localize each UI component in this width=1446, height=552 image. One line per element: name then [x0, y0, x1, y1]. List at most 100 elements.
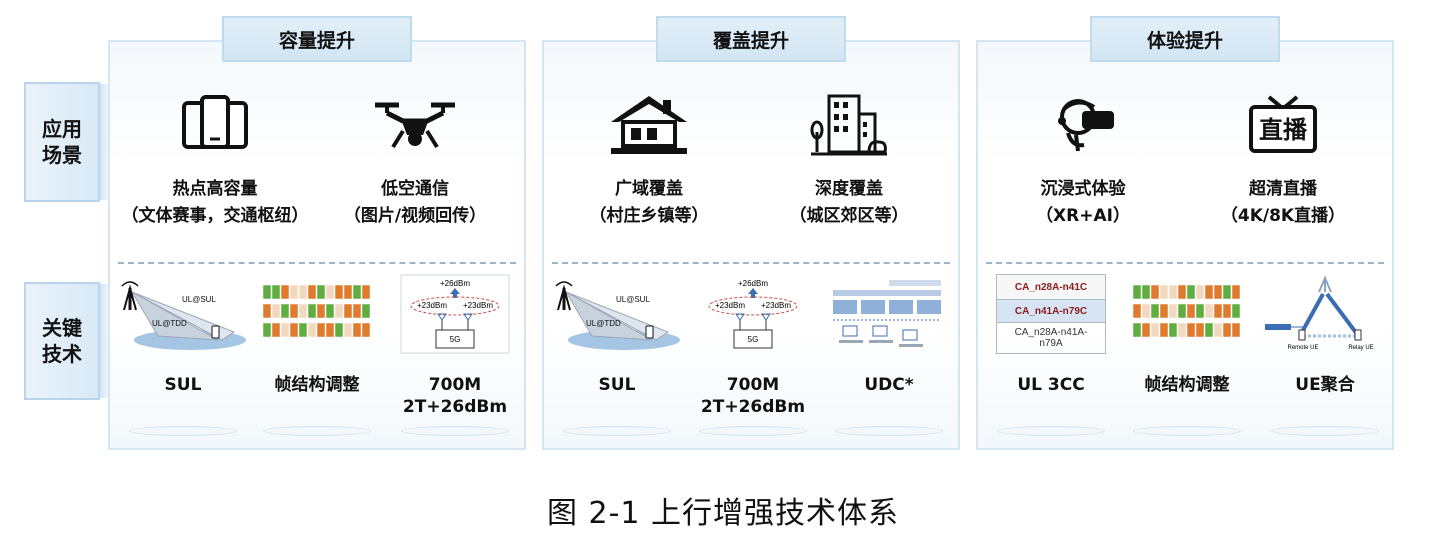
frame-structure-diagram — [252, 274, 382, 354]
tech-ue-aggregation: Remote UE Relay UE UE聚合 — [1260, 274, 1390, 436]
frame-slot — [325, 322, 335, 338]
frame-slot — [352, 284, 362, 300]
frame-grid — [1132, 284, 1241, 343]
frame-slot — [271, 303, 281, 319]
tech-frame-structure: 帧结构调整 — [252, 274, 382, 436]
frame-slot — [289, 284, 299, 300]
frame-slot — [298, 284, 308, 300]
frame-slot — [1159, 284, 1169, 300]
power-diagram: +26dBm +23dBm +23dBm 5G — [400, 274, 510, 354]
frame-slot — [289, 322, 299, 338]
power-top-text: +26dBm — [738, 279, 768, 288]
frame-slot — [1222, 284, 1232, 300]
tech-sul: UL@SUL UL@TDD SUL — [118, 274, 248, 436]
scene-name: 深度覆盖 — [815, 179, 883, 199]
drone-icon — [375, 102, 455, 149]
frame-slot — [1213, 322, 1223, 338]
frame-slot — [271, 284, 281, 300]
tech-label: UE聚合 — [1295, 375, 1355, 395]
frame-slot — [343, 303, 353, 319]
tech-label: UL 3CC — [1017, 375, 1085, 395]
ca-row-1: CA_n28A-n41C — [997, 275, 1105, 299]
row-label-scenes-text: 应用 场景 — [42, 117, 82, 167]
sul-diagram: UL@SUL UL@TDD — [555, 281, 680, 350]
frame-slot — [334, 322, 344, 338]
tech-udc: UDC* — [824, 274, 954, 436]
tech-label: SUL — [164, 375, 202, 395]
panel-capacity: 容量提升 热点高容量 （文体赛事，交通枢纽） — [108, 16, 526, 450]
frame-slot — [316, 284, 326, 300]
tech-pedestal — [401, 426, 509, 436]
tech-power-2: +26dBm +23dBm +23dBm 5G 700M 2T+26dBm — [688, 274, 818, 436]
tech-ul-3cc: CA_n28A-n41C CA_n41A-n79C CA_n28A-n41A-n… — [986, 274, 1116, 436]
frame-slot — [316, 322, 326, 338]
buildings-icon — [810, 94, 887, 156]
power-top-text: +26dBm — [440, 279, 470, 288]
ue-aggregation-diagram: Remote UE Relay UE — [1265, 275, 1374, 351]
scene-sub: （图片/视频回传） — [343, 206, 487, 226]
tech-pedestal — [699, 426, 807, 436]
frame-slot — [361, 303, 371, 319]
ue-left-text: Remote UE — [1287, 345, 1318, 351]
sul-bottom-text: UL@TDD — [586, 319, 621, 328]
live-icon-text: 直播 — [1259, 116, 1308, 144]
frame-slot — [262, 303, 272, 319]
vr-headset-icon — [1058, 99, 1114, 152]
scene-sub: （村庄乡镇等） — [589, 206, 709, 226]
frame-slot — [280, 284, 290, 300]
scene-low-altitude: 低空通信 （图片/视频回传） — [310, 90, 520, 230]
tech-pedestal — [1271, 426, 1379, 436]
tech-pedestal — [263, 426, 371, 436]
frame-slot — [1195, 303, 1205, 319]
frame-slot — [1231, 322, 1241, 338]
frame-grid — [262, 284, 371, 343]
power-left-text: +23dBm — [715, 301, 745, 310]
frame-slot — [298, 322, 308, 338]
divider — [552, 262, 950, 264]
frame-grid-svg — [1132, 284, 1241, 338]
frame-slot — [1159, 322, 1169, 338]
frame-slot — [307, 303, 317, 319]
frame-slot — [1213, 284, 1223, 300]
scene-ultra-hd-live: 直播 超清直播 （4K/8K直播） — [1178, 90, 1388, 230]
frame-slot — [1231, 303, 1241, 319]
frame-slot — [1150, 322, 1160, 338]
frame-slot — [343, 322, 353, 338]
frame-slot — [307, 322, 317, 338]
frame-slot — [1222, 322, 1232, 338]
tech-pedestal — [563, 426, 671, 436]
smartphone-icon — [182, 95, 248, 149]
frame-slot — [1177, 303, 1187, 319]
panel-coverage-title: 覆盖提升 — [656, 16, 846, 62]
scene-immersive: 沉浸式体验 （XR+AI） — [978, 90, 1188, 230]
frame-slot — [343, 284, 353, 300]
scene-sub: （城区郊区等） — [789, 206, 909, 226]
frame-slot — [1186, 303, 1196, 319]
frame-slot — [280, 303, 290, 319]
ca-row-3: CA_n28A-n41A-n79A — [1014, 327, 1088, 349]
tech-label: SUL — [598, 375, 636, 395]
divider — [118, 262, 516, 264]
frame-slot — [262, 284, 272, 300]
frame-slot — [1222, 303, 1232, 319]
frame-slot — [1141, 303, 1151, 319]
power-box-text: 5G — [748, 335, 759, 344]
udc-diagram — [833, 280, 941, 347]
frame-slot — [1150, 284, 1160, 300]
sul-diagram: UL@SUL UL@TDD — [121, 281, 246, 350]
panel-capacity-title: 容量提升 — [222, 16, 412, 62]
frame-slot — [334, 303, 344, 319]
live-broadcast-icon: 直播 — [1249, 95, 1317, 153]
frame-structure-diagram — [1122, 274, 1252, 354]
sul-bottom-text: UL@TDD — [152, 319, 187, 328]
row-label-scenes: 应用 场景 — [24, 82, 112, 202]
frame-slot — [361, 284, 371, 300]
frame-slot — [1177, 322, 1187, 338]
power-right-text: +23dBm — [463, 301, 493, 310]
frame-slot — [1159, 303, 1169, 319]
figure-caption: 图 2-1 上行增强技术体系 — [546, 496, 900, 531]
frame-slot — [1186, 284, 1196, 300]
tech-label: 帧结构调整 — [1144, 375, 1230, 395]
frame-slot — [1132, 303, 1142, 319]
power-right-text: +23dBm — [761, 301, 791, 310]
